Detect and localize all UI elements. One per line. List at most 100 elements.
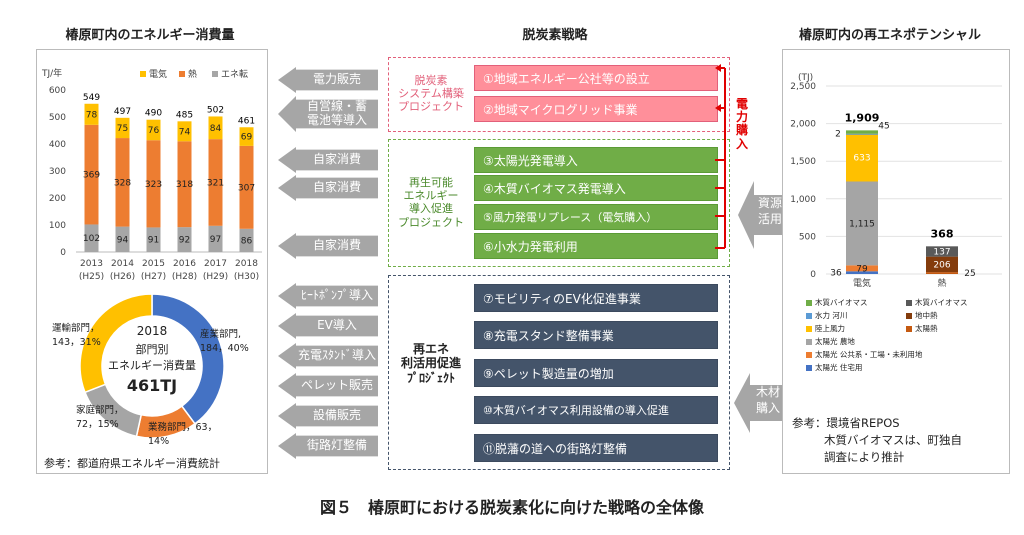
- x-tick-label: 2017: [204, 259, 227, 269]
- project-box: ②地域マイクログリッド事業: [474, 96, 718, 122]
- legend-label: 太陽熱: [915, 324, 938, 333]
- potential-total: 1,909: [845, 111, 880, 124]
- bar-value-label: 323: [145, 180, 162, 190]
- legend-label: 木質バイオマス: [815, 298, 868, 307]
- x-tick-label: 電気: [853, 277, 871, 289]
- output-arrow: 自家消費: [278, 175, 378, 201]
- y-tick-label: 300: [49, 167, 66, 177]
- y-tick-label: 0: [60, 248, 66, 258]
- x-sublabel: (H30): [234, 272, 259, 282]
- output-arrow-label: EV導入: [317, 318, 357, 333]
- legend-swatch: [906, 325, 912, 332]
- output-arrow-label: 自営線・蓄 電池等導入: [306, 99, 367, 127]
- sector-donut-chart: [79, 293, 225, 438]
- bar-value-label: 69: [241, 133, 253, 143]
- bar-total-label: 461: [238, 116, 255, 126]
- potential-value-label: 45: [878, 122, 889, 132]
- legend-label: 水力 河川: [815, 311, 848, 320]
- bar-value-label: 369: [83, 171, 100, 181]
- y-tick-label: 500: [799, 232, 816, 242]
- donut-label-home: 家庭部門， 72，15%: [76, 405, 124, 431]
- output-arrow: EV導入: [278, 313, 378, 339]
- output-arrow-label: 設備販売: [312, 408, 361, 423]
- bar-segment: [84, 124, 99, 225]
- bar-segment: [84, 103, 99, 125]
- legend-swatch: [806, 325, 812, 332]
- project-box: ①地域エネルギー公社等の設立: [474, 65, 718, 91]
- bar-value-label: 84: [210, 124, 222, 134]
- legend-label: 地中熱: [915, 311, 938, 320]
- potential-value-label: 633: [853, 154, 870, 164]
- output-arrow: 街路灯整備: [278, 433, 378, 459]
- potential-value-label: 206: [933, 260, 950, 270]
- potential-bar-segment: [846, 181, 878, 266]
- potential-bar-segment: [926, 246, 958, 257]
- donut-label-transport: 運輸部門， 143，31%: [52, 323, 101, 349]
- right-panel-title: 椿原町内の再エネポテンシャル: [798, 28, 981, 43]
- legend-label: 陸上風力: [815, 324, 845, 333]
- timber-arrow-label: 木材 購入: [756, 385, 781, 415]
- bar-segment: [177, 121, 192, 142]
- legend-swatch: [806, 351, 812, 358]
- legend-swatch: [806, 299, 812, 306]
- bar-segment: [115, 226, 130, 252]
- potential-value-label: 137: [933, 248, 950, 258]
- power-purchase-connector: [715, 64, 726, 249]
- x-sublabel: (H25): [79, 272, 104, 282]
- bar-value-label: 321: [207, 178, 224, 188]
- output-arrow: 自家消費: [278, 233, 378, 259]
- y-tick-label: 200: [49, 194, 66, 204]
- x-tick-label: 2015: [142, 259, 165, 269]
- x-sublabel: (H27): [141, 272, 166, 282]
- output-arrow-label: 自家消費: [312, 238, 361, 253]
- bar-segment: [208, 225, 223, 252]
- resource-arrow: [738, 181, 786, 249]
- potential-bar-segment: [846, 130, 878, 134]
- bar-value-label: 307: [238, 183, 255, 193]
- legend-label: 電気: [149, 68, 167, 80]
- bar-segment: [239, 127, 254, 146]
- group-utilization-label: 再エネ 利活用促進 ﾌﾟﾛｼﾞｪｸﾄ: [400, 342, 461, 385]
- bar-total-label: 485: [176, 110, 193, 120]
- y-tick-label: 2,500: [790, 82, 816, 92]
- donut-slice: [79, 293, 153, 394]
- bar-value-label: 97: [210, 235, 221, 245]
- center-title: 脱炭素戦略: [522, 28, 588, 43]
- output-arrow-label: 電力販売: [312, 72, 361, 87]
- legend-item: 太陽光 住宅用: [806, 362, 862, 373]
- legend-swatch: [140, 71, 146, 77]
- output-arrow: ﾋｰﾄﾎﾟﾝﾌﾟ導入: [278, 283, 378, 309]
- legend-item: 太陽光 公共系・工場・未利用地: [806, 349, 922, 360]
- y-unit-label: TJ/年: [41, 67, 62, 79]
- bar-value-label: 76: [148, 126, 160, 136]
- bar-value-label: 75: [117, 124, 128, 134]
- donut-label-business: 業務部門，63， 14%: [148, 422, 218, 448]
- x-tick-label: 2018: [235, 259, 258, 269]
- legend-swatch: [179, 71, 185, 77]
- bar-segment: [84, 224, 99, 252]
- project-box: ⑥小水力発電利用: [474, 233, 718, 259]
- x-tick-label: 2016: [173, 259, 196, 269]
- project-box: ④木質バイオマス発電導入: [474, 175, 718, 201]
- output-arrow-label: 自家消費: [312, 152, 361, 167]
- group-system-label: 脱炭素 システム構築 プロジェクト: [398, 74, 464, 114]
- bar-segment: [208, 139, 223, 226]
- project-box: ⑪脱藩の道への街路灯整備: [474, 434, 718, 462]
- y-unit-label: (TJ): [798, 73, 813, 83]
- bar-segment: [177, 141, 192, 228]
- bar-value-label: 94: [117, 235, 129, 245]
- bar-segment: [146, 140, 161, 228]
- legend-label: エネ転: [221, 69, 248, 80]
- potential-bar-segment: [926, 256, 958, 273]
- bar-value-label: 328: [114, 178, 131, 188]
- renewable-potential-chart: (TJ)05001,0001,5002,0002,500電気1,909熱3683…: [790, 73, 1002, 289]
- potential-value-label: 1,115: [849, 219, 875, 229]
- y-tick-label: 1,000: [790, 195, 816, 205]
- donut-title-1: 部門別: [135, 343, 169, 356]
- bar-total-label: 497: [114, 107, 131, 117]
- legend-label: 太陽光 公共系・工場・未利用地: [815, 350, 923, 359]
- legend-item: 太陽熱: [906, 323, 938, 334]
- potential-total: 368: [931, 227, 954, 240]
- bar-segment: [115, 138, 130, 227]
- y-tick-label: 500: [49, 113, 66, 123]
